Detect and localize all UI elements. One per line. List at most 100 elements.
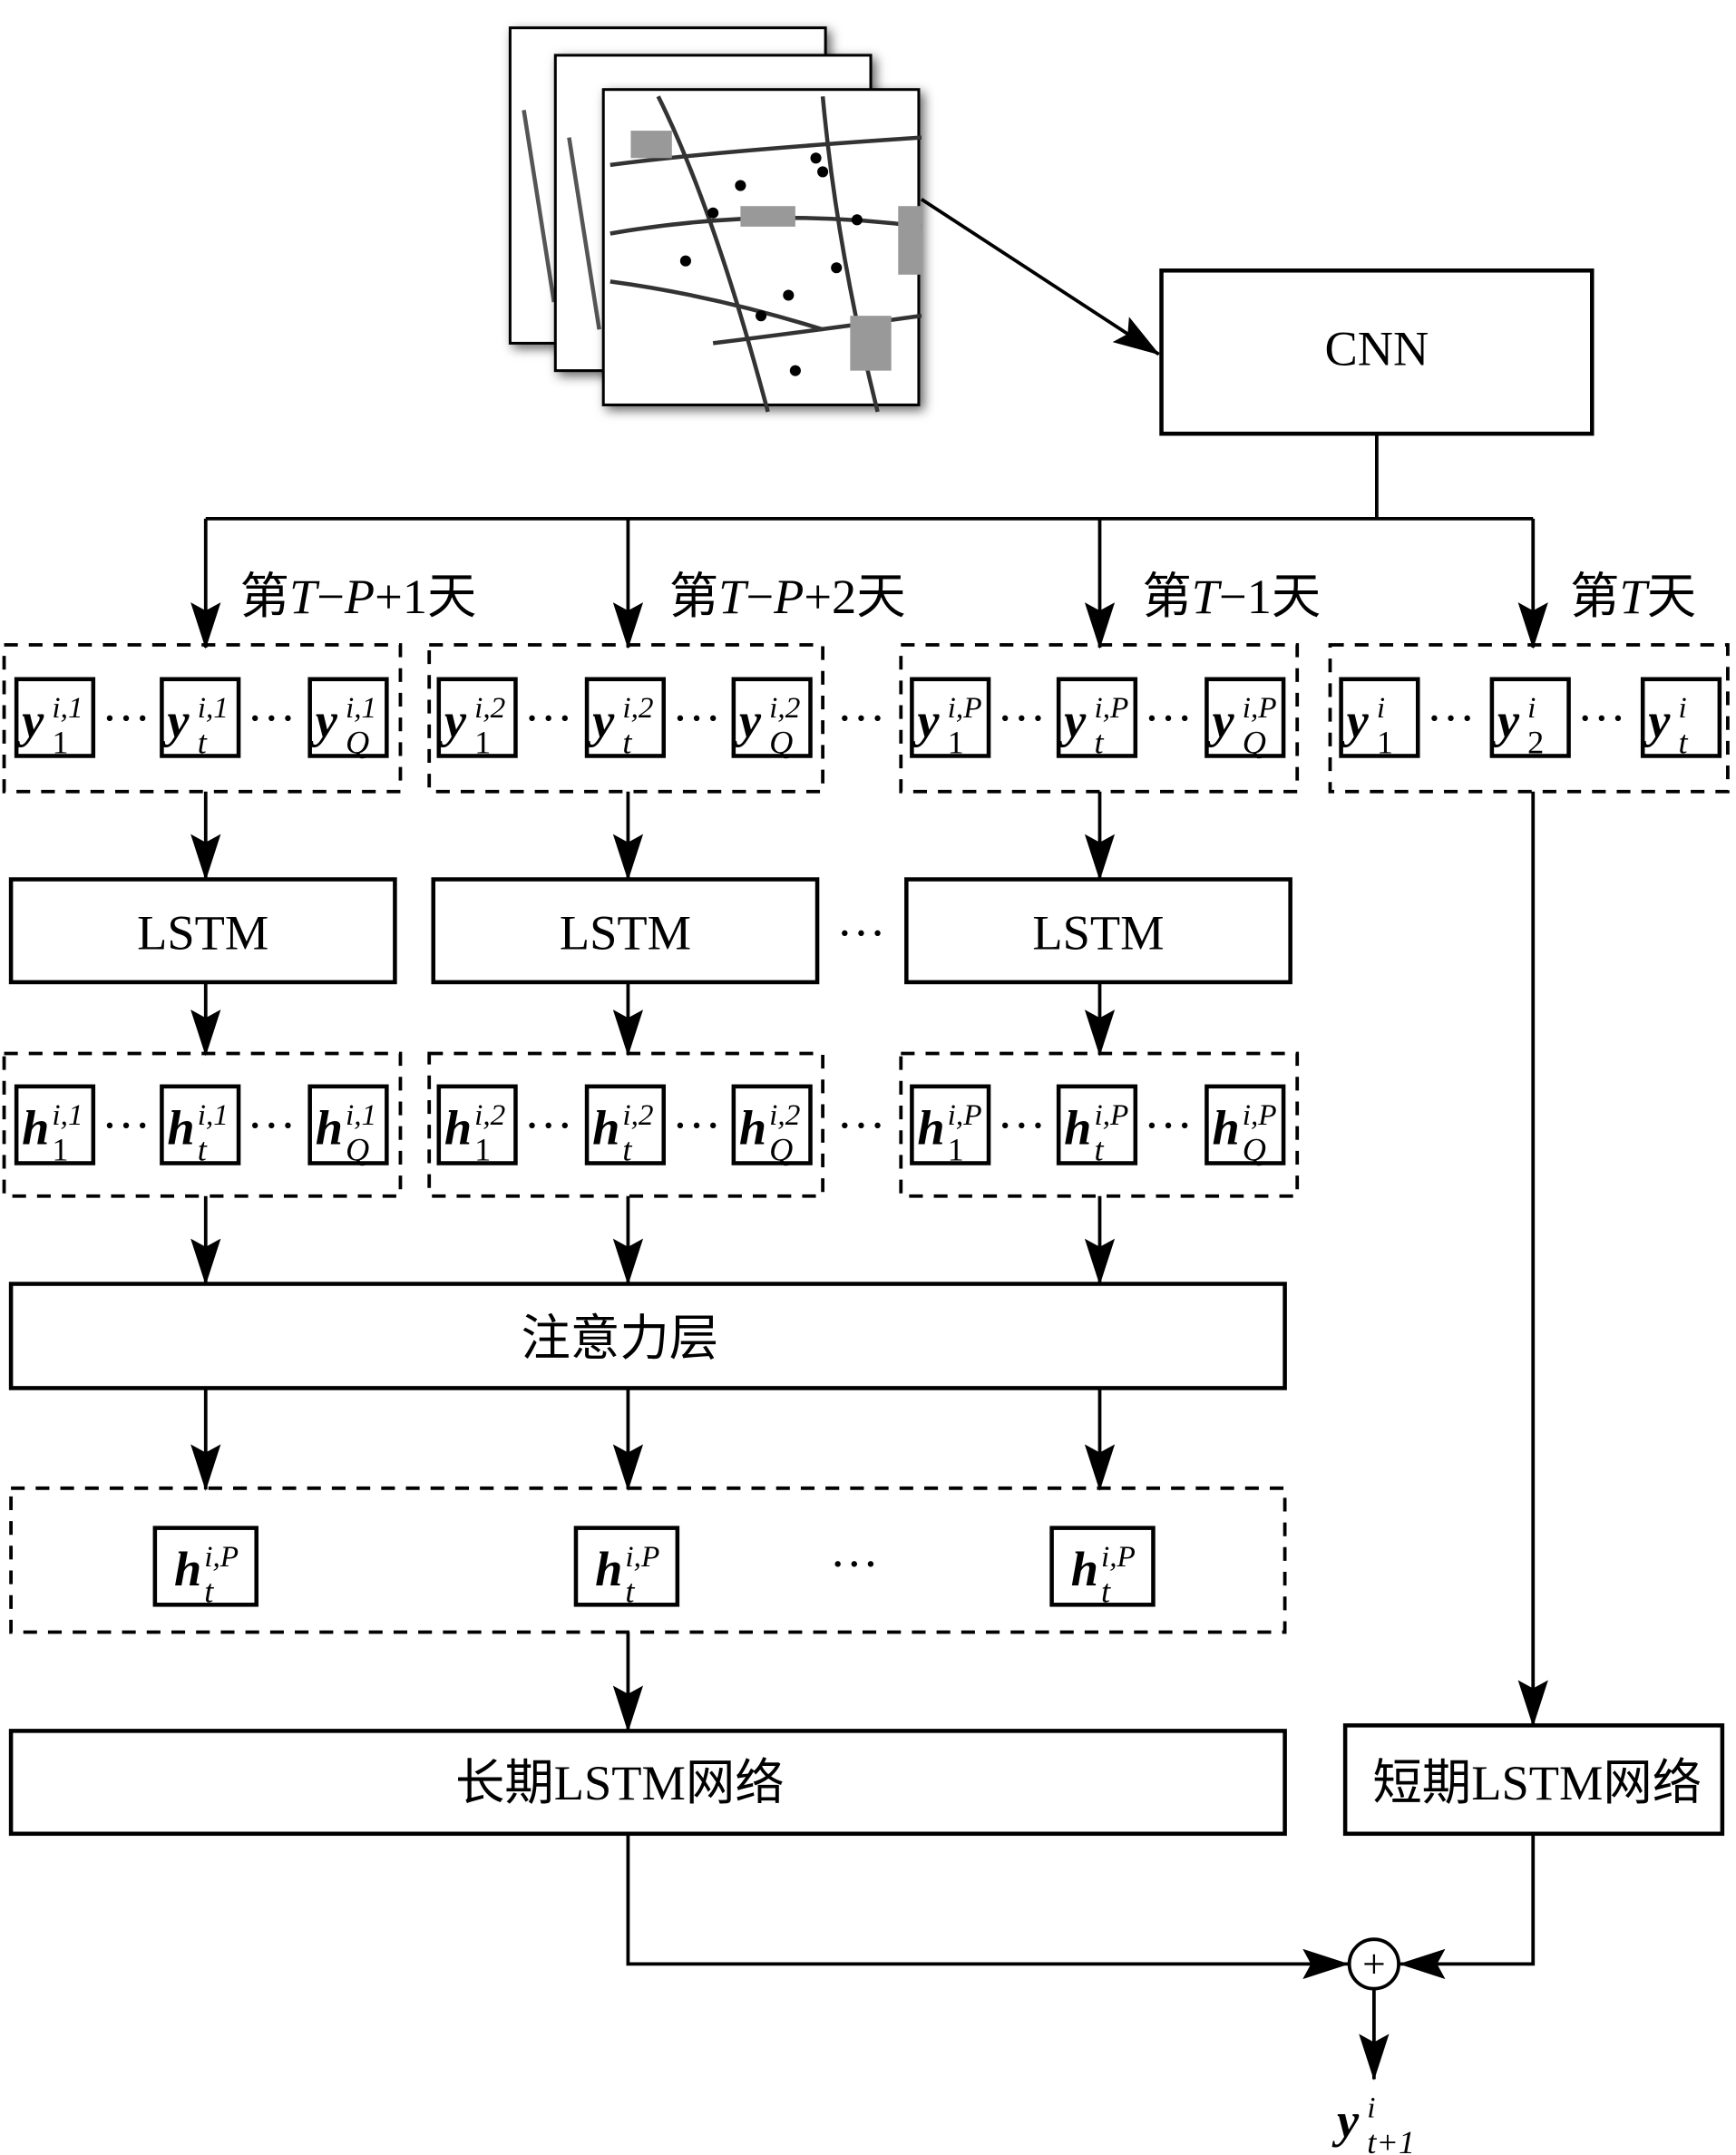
ellipsis: ···: [524, 1097, 573, 1152]
superscript: i,P: [1243, 1098, 1277, 1132]
ellipsis: ···: [524, 690, 573, 745]
variable-symbol: y: [734, 693, 762, 747]
superscript: i,2: [622, 691, 653, 725]
sum-node: [1347, 1937, 1400, 1991]
subscript: 1: [52, 1131, 68, 1167]
superscript: i,2: [622, 1098, 653, 1132]
subscript: 1: [948, 724, 964, 760]
superscript: i: [1679, 691, 1687, 725]
variable-symbol: h: [316, 1100, 343, 1155]
subscript: t: [204, 1573, 214, 1609]
variable-symbol: h: [1071, 1542, 1098, 1596]
cnn-label: CNN: [1324, 322, 1429, 376]
subscript: t: [1101, 1573, 1111, 1609]
h-cell: [1056, 1084, 1138, 1165]
subscript: t: [1679, 724, 1689, 760]
short-term-lstm-label: 短期LSTM网络: [1372, 1756, 1702, 1810]
attention-layer-label: 注意力层: [522, 1312, 719, 1366]
variable-symbol: y: [16, 693, 44, 747]
ellipsis: ···: [102, 1097, 151, 1152]
ellipsis: ···: [672, 690, 721, 745]
ellipsis: ···: [1577, 690, 1626, 745]
variable-symbol: y: [1058, 693, 1087, 747]
day-label: 第T−P+2天: [669, 570, 906, 624]
superscript: i,2: [474, 691, 505, 725]
y-group: [2, 643, 403, 794]
subscript: t: [198, 724, 208, 760]
lstm-label: LSTM: [560, 906, 691, 960]
lstm-box: [904, 877, 1292, 985]
ellipsis: ···: [247, 1097, 296, 1152]
variable-symbol: h: [1064, 1100, 1091, 1155]
variable-symbol: h: [167, 1100, 194, 1155]
ellipsis: ···: [1426, 690, 1475, 745]
variable-symbol: h: [917, 1100, 944, 1155]
y-cell: [307, 677, 389, 758]
variable-symbol: y: [1331, 2093, 1360, 2148]
superscript: i,P: [1243, 691, 1277, 725]
ellipsis: ···: [997, 690, 1046, 745]
y-cell: [1204, 677, 1286, 758]
y-cell: [1640, 677, 1722, 758]
short-term-lstm-box: [1342, 1723, 1725, 1837]
day-label-part: 第: [1570, 570, 1619, 624]
h-cell: [307, 1084, 389, 1165]
attention-output-cell: [1049, 1526, 1156, 1607]
day-label-part: 第: [240, 570, 289, 624]
variable-symbol: y: [1643, 693, 1671, 747]
subscript: t: [1094, 1131, 1104, 1167]
subscript: 1: [948, 1131, 964, 1167]
h-cell: [14, 1084, 96, 1165]
h-cell: [584, 1084, 667, 1165]
h-cell: [160, 1084, 241, 1165]
day-label-part: P: [344, 570, 375, 624]
y-cell: [1056, 677, 1138, 758]
superscript: i,1: [198, 691, 229, 725]
map-to-cnn-arrow: [920, 198, 1160, 356]
subscript: Q: [1243, 724, 1266, 760]
superscript: i,P: [1094, 1098, 1128, 1132]
day-label-part: −: [746, 570, 774, 624]
superscript: i,2: [769, 691, 800, 725]
y-cell: [910, 677, 991, 758]
y-cell: [14, 677, 96, 758]
variable-symbol: h: [595, 1542, 622, 1596]
ellipsis: ···: [672, 1097, 721, 1152]
long-term-lstm-label: 长期LSTM网络: [455, 1756, 785, 1810]
y-group: [899, 643, 1300, 794]
map-sheet: [601, 88, 922, 413]
sum-symbol: +: [1362, 1942, 1386, 1987]
y-cell: [436, 677, 518, 758]
variable-symbol: y: [1341, 693, 1370, 747]
subscript: Q: [769, 724, 793, 760]
attention-output-group: [9, 1486, 1287, 1634]
variable-symbol: y: [1206, 693, 1234, 747]
h-group: [427, 1051, 824, 1198]
superscript: i,1: [52, 1098, 83, 1132]
day-label-part: P: [773, 570, 804, 624]
variable-symbol: h: [1212, 1100, 1239, 1155]
variable-symbol: y: [310, 693, 338, 747]
subscript: t: [1094, 724, 1104, 760]
h-cell: [1204, 1084, 1286, 1165]
superscript: i: [1527, 691, 1536, 725]
y-cell: [584, 677, 667, 758]
subscript: 2: [1527, 724, 1544, 760]
map-content: [610, 95, 922, 413]
ellipsis: ···: [102, 690, 151, 745]
attention-output-cell: [573, 1526, 680, 1607]
